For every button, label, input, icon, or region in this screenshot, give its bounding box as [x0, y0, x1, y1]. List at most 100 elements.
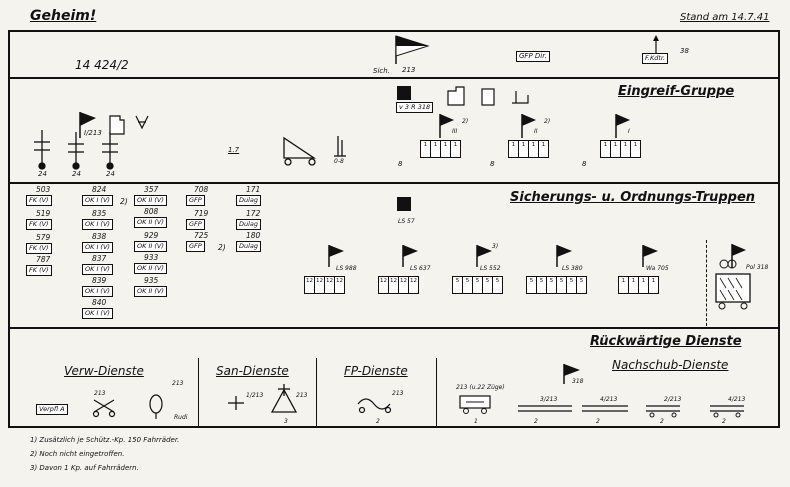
cell: 5	[537, 277, 547, 293]
supply-column-icon	[518, 405, 572, 412]
unit-number: 725	[194, 231, 209, 240]
unit-box: Dulag	[236, 219, 262, 230]
unit-box: GFP	[186, 195, 205, 206]
cell: 1	[601, 141, 611, 157]
divider-3	[8, 327, 780, 329]
unit-number: 933	[144, 253, 159, 262]
svc-divider-1	[198, 358, 199, 426]
cell: 1	[633, 142, 638, 148]
unit-number: 787	[36, 255, 51, 264]
cell: 12	[325, 277, 335, 293]
divider-1	[8, 77, 780, 79]
rueck-title: Rückwärtige Dienste	[590, 334, 742, 349]
cell: 1	[421, 141, 431, 157]
cell: 1	[619, 277, 629, 293]
supply-column-icon	[646, 405, 680, 418]
unit-box: GFP	[186, 219, 205, 230]
unit-number: 929	[144, 231, 159, 240]
header-date: Stand am 14.7.41	[680, 12, 770, 23]
unit-number: 171	[246, 185, 261, 194]
unit-number: 579	[36, 233, 51, 242]
unit-box: FK (V)	[26, 243, 52, 254]
divider-2	[8, 182, 780, 184]
unit-box: OK I (V)	[82, 195, 113, 206]
header-classification: Geheim!	[30, 8, 97, 24]
nach-item-top: 4/213	[600, 396, 618, 403]
footnote-1: 1) Zusätzlich je Schütz.-Kp. 150 Fahrräd…	[30, 436, 180, 444]
footnote-3: 3) Davon 1 Kp. auf Fahrrädern.	[30, 464, 139, 472]
ls-hq-box-icon	[397, 197, 411, 211]
unit-box: OK II (V)	[134, 263, 167, 274]
cell: 5	[579, 278, 584, 284]
nach-item-top: 213 (u.22 Züge)	[456, 384, 505, 391]
cell: 1	[441, 141, 451, 157]
svc-divider-2	[316, 358, 317, 426]
fp-title: FP-Dienste	[344, 364, 408, 378]
unit-number: 935	[144, 276, 159, 285]
san-title: San-Dienste	[216, 364, 289, 378]
cell: 5	[495, 278, 500, 284]
unit-box: OK II (V)	[134, 195, 167, 206]
left-tag-3: 24	[106, 170, 115, 178]
unit-marker: 2)	[218, 243, 226, 252]
battalion-flag-icon	[642, 245, 658, 267]
ls-cells: 5 5 5 5 5	[452, 276, 503, 294]
supply-column-icon	[582, 405, 628, 412]
fkdtr-box: F.Kdtr.	[642, 53, 669, 64]
unit-number: 835	[92, 209, 107, 218]
unit-box: FK (V)	[26, 219, 52, 230]
inf-div-label: I/213	[84, 129, 102, 137]
battalion-marker: 2)	[544, 118, 551, 125]
cell: 5	[567, 277, 577, 293]
unit-number: 519	[36, 209, 51, 218]
eingreif-title: Eingreif-Gruppe	[618, 84, 735, 99]
unit-number: 808	[144, 207, 159, 216]
battalion-flag-icon	[476, 245, 492, 267]
footnote-2: 2) Noch nicht eingetroffen.	[30, 450, 125, 458]
cell: 1	[621, 141, 631, 157]
unit-number: 840	[92, 298, 107, 307]
battalion-left-label: 8	[582, 160, 587, 168]
unit-box: FK (V)	[26, 195, 52, 206]
cell: 5	[483, 277, 493, 293]
nach-item-bottom: 2	[596, 418, 600, 425]
battalion-flag-icon	[615, 114, 630, 138]
unit-box: FK (V)	[26, 265, 52, 276]
unit-box: OK II (V)	[134, 241, 167, 252]
unit-marker: 2)	[120, 197, 128, 206]
cell: 1	[529, 141, 539, 157]
inf-div-flag-icon	[79, 112, 149, 138]
cell: 12	[315, 277, 325, 293]
fp-item-2: 2	[376, 418, 380, 425]
unit-box: OK I (V)	[82, 286, 113, 297]
supply-truck-icon	[459, 395, 491, 414]
unit-box: OK I (V)	[82, 219, 113, 230]
san-item-1: 1/213	[246, 392, 264, 399]
ls-label: LS 380	[562, 265, 583, 272]
unit-number: 837	[92, 254, 107, 263]
unit-number: 839	[92, 276, 107, 285]
mid-label: 1.7	[228, 146, 240, 154]
nach-item-top: 2/213	[664, 396, 682, 403]
nach-item-bottom: 2	[534, 418, 538, 425]
hq-label: Sich.	[373, 67, 390, 75]
fkdtr-number: 38	[680, 47, 689, 55]
nach-item-top: 4/213	[728, 396, 746, 403]
unit-number: 708	[194, 185, 209, 194]
left-unit-symbols-icon	[34, 130, 118, 170]
cell: 12	[389, 277, 399, 293]
battalion-flag-label: II	[534, 128, 538, 135]
cell: 5	[453, 277, 463, 293]
ls-label: LS 988	[336, 265, 357, 272]
unit-number: 172	[246, 209, 261, 218]
ls-cells: 12 12 12 12	[304, 276, 345, 294]
police-symbol-icon	[715, 244, 751, 310]
battalion-left-label: 8	[490, 160, 495, 168]
unit-box: OK I (V)	[82, 242, 113, 253]
unit-number: 503	[36, 185, 51, 194]
cell: 1	[611, 141, 621, 157]
reserve-symbols-icon	[397, 86, 529, 106]
nach-item-top: 3/213	[540, 396, 558, 403]
san-item-3: 3	[284, 418, 288, 425]
battalion-marker: 2)	[462, 118, 469, 125]
